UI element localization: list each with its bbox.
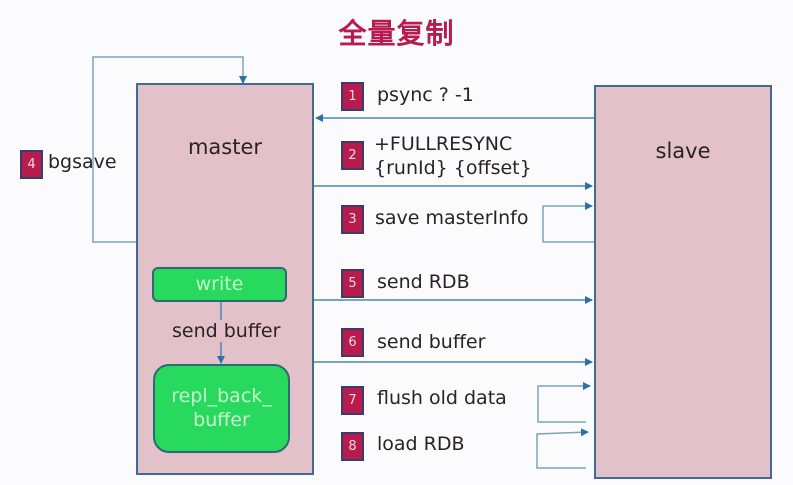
- step-badge-3: 3: [341, 205, 364, 234]
- step-text-send-buffer: send buffer: [377, 331, 486, 353]
- repl-buffer-line2: buffer: [193, 409, 250, 431]
- bgsave-loop-arrow: [92, 56, 247, 243]
- slave-box: slave: [594, 85, 772, 479]
- step-text-flush-old-data: flush old data: [377, 387, 507, 409]
- flush-old-data-loop-arrow: [537, 382, 591, 423]
- step-badge-2: 2: [341, 141, 364, 170]
- step-text-send-rdb: send RDB: [377, 271, 470, 293]
- step-text-psync: psync ? -1: [377, 84, 474, 106]
- step-badge-7: 7: [341, 386, 364, 415]
- step-badge-8: 8: [341, 432, 364, 461]
- save-masterinfo-loop-arrow: [542, 202, 594, 243]
- repl-buffer-line1: repl_back_: [171, 385, 272, 407]
- master-label: master: [187, 135, 263, 159]
- step-text-bgsave: bgsave: [48, 151, 117, 173]
- write-box: write: [152, 267, 287, 302]
- load-rdb-loop-arrow: [536, 428, 589, 469]
- slave-label: slave: [655, 139, 711, 163]
- step-text-fullresync-args: {runId} {offset}: [374, 157, 532, 179]
- step-text-fullresync: +FULLRESYNC: [374, 133, 513, 155]
- step-badge-5: 5: [341, 269, 364, 298]
- diagram-title: 全量复制: [338, 17, 455, 50]
- repl-back-buffer-box: repl_back_ buffer: [153, 364, 290, 453]
- step-badge-1: 1: [341, 82, 364, 111]
- step-text-save-masterinfo: save masterInfo: [375, 207, 529, 229]
- step-badge-4: 4: [20, 150, 43, 179]
- step-badge-6: 6: [341, 328, 364, 357]
- internal-send-buffer-label: send buffer: [170, 320, 283, 342]
- step-text-load-rdb: load RDB: [377, 433, 465, 455]
